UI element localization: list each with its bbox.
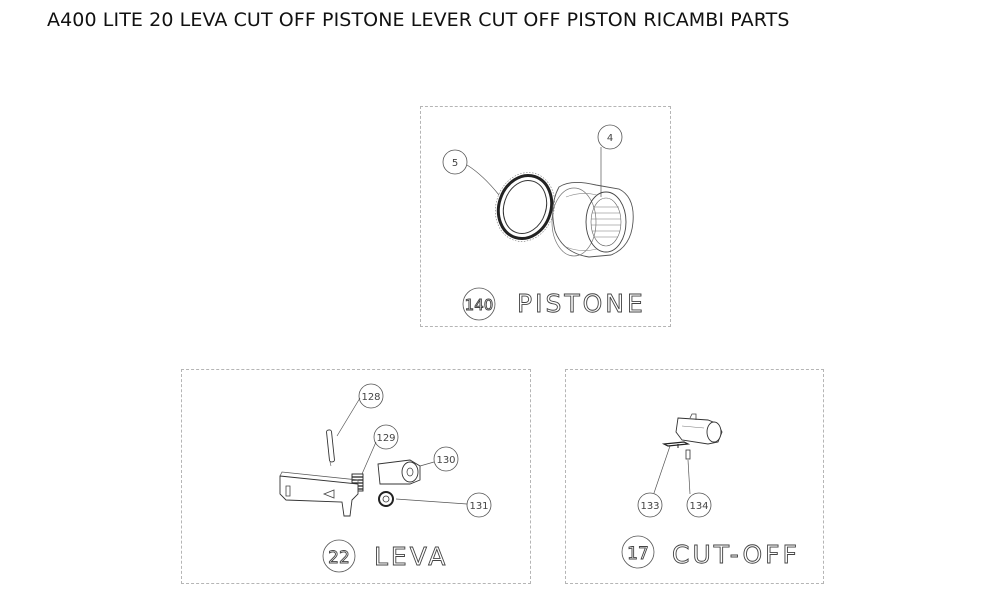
callout-129[interactable]: 129	[361, 424, 399, 475]
panel-leva: 128 129 130 131	[181, 369, 531, 584]
cutoff-part-number: 17	[627, 544, 649, 564]
pistone-drawing: 5 4 140 PISTONE	[442, 124, 646, 321]
callout-133-label: 133	[640, 501, 659, 512]
panel-cutoff: 133 134 17 CUT-OFF	[565, 369, 824, 584]
callout-131-label: 131	[469, 501, 488, 512]
piston-body	[551, 182, 634, 258]
callout-130-label: 130	[436, 455, 455, 466]
callout-4-label: 4	[607, 133, 613, 144]
leva-part-number: 22	[328, 548, 350, 568]
leva-label: LEVA	[374, 542, 448, 571]
callout-5-label: 5	[452, 158, 458, 169]
page-title: A400 LITE 20 LEVA CUT OFF PISTONE LEVER …	[47, 9, 790, 31]
ring-part	[378, 491, 394, 507]
pin-part	[326, 429, 335, 467]
callout-4[interactable]: 4	[597, 124, 623, 197]
lever-plate	[279, 471, 359, 517]
cutoff-drawing: 133 134 17 CUT-OFF	[621, 413, 800, 569]
pistone-label-group: 140 PISTONE	[462, 287, 646, 321]
block-part	[377, 459, 421, 485]
leva-drawing: 128 129 130 131	[279, 383, 492, 573]
pistone-label: PISTONE	[517, 289, 646, 318]
leva-label-group: 22 LEVA	[322, 539, 448, 573]
callout-128-label: 128	[361, 392, 380, 403]
cutoff-plate	[661, 441, 691, 448]
callout-130[interactable]: 130	[419, 446, 459, 472]
callout-129-label: 129	[376, 433, 395, 444]
cutoff-pin	[685, 449, 691, 460]
callout-5[interactable]: 5	[442, 149, 500, 196]
callout-134[interactable]: 134	[686, 459, 712, 518]
panel-pistone: 5 4 140 PISTONE	[420, 106, 671, 327]
pistone-part-number: 140	[465, 296, 494, 314]
callout-128[interactable]: 128	[336, 383, 384, 437]
cutoff-body	[675, 413, 723, 445]
cutoff-label-group: 17 CUT-OFF	[621, 535, 800, 569]
callout-131[interactable]: 131	[395, 492, 492, 518]
callout-133[interactable]: 133	[637, 445, 671, 518]
cutoff-label: CUT-OFF	[672, 540, 800, 569]
piston-ring	[495, 172, 555, 242]
callout-134-label: 134	[689, 501, 708, 512]
